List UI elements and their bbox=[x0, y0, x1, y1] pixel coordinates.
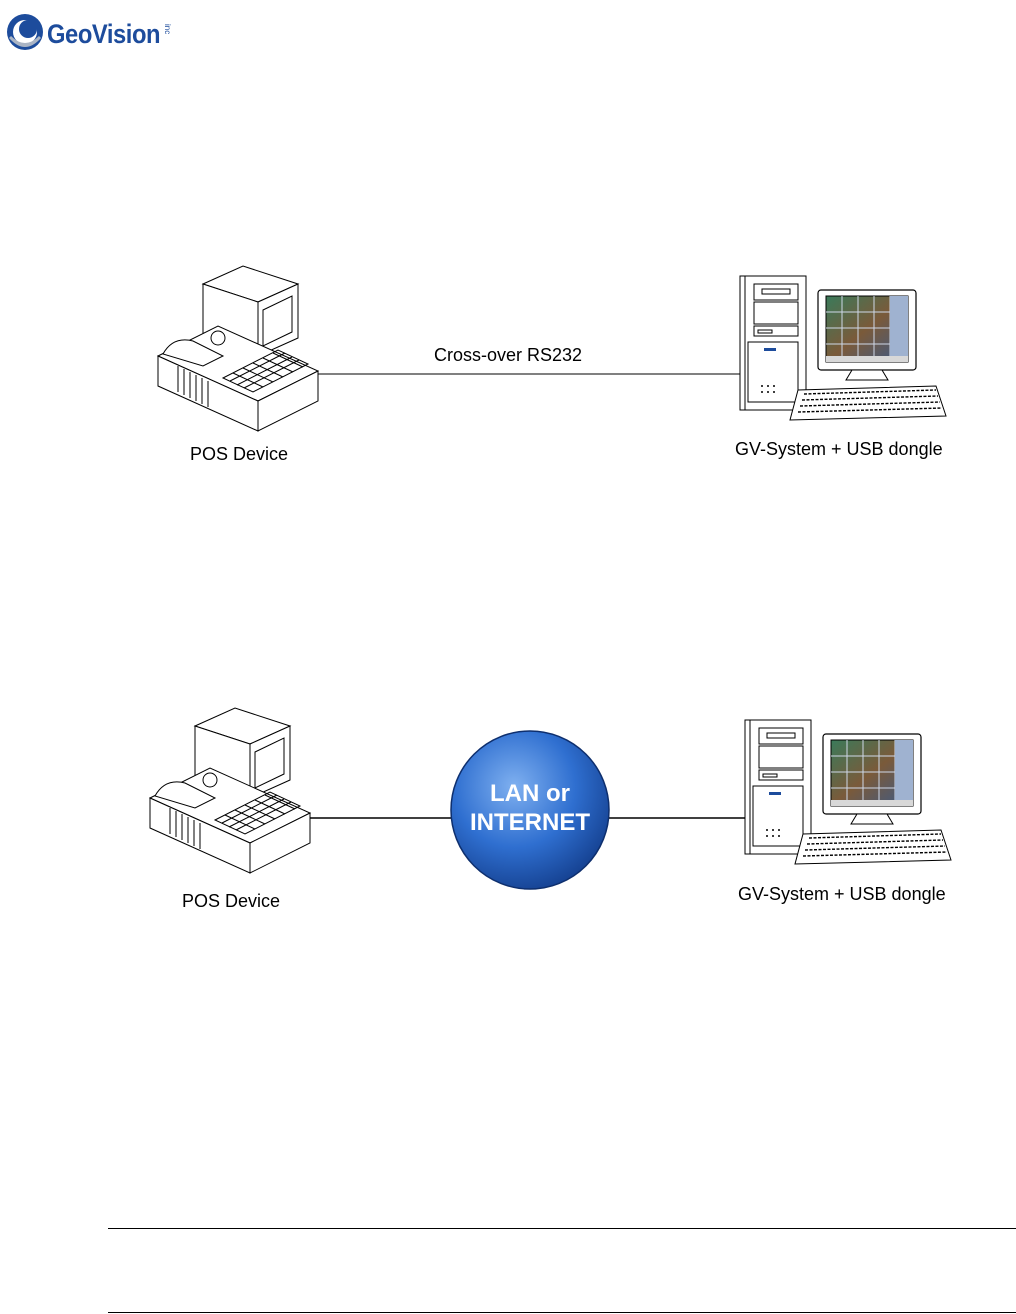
gv-system-label: GV-System + USB dongle bbox=[738, 884, 946, 904]
footer-rule-top bbox=[108, 1228, 1016, 1229]
pos-terminal-icon bbox=[149, 707, 311, 874]
pos-terminal-icon bbox=[157, 265, 319, 432]
network-cloud-icon bbox=[450, 730, 610, 890]
pos-device-label: POS Device bbox=[190, 444, 289, 464]
cloud-line-1: LAN or bbox=[490, 780, 570, 807]
network-diagram bbox=[149, 707, 952, 890]
network-cloud-label: LAN or INTERNET bbox=[450, 779, 610, 837]
gv-system-label: GV-System + USB dongle bbox=[735, 439, 943, 459]
footer-rule-bottom bbox=[108, 1312, 1016, 1313]
desktop-computer-icon bbox=[739, 275, 947, 421]
rs232-link-label: Cross-over RS232 bbox=[434, 345, 583, 365]
geovision-logo-icon bbox=[7, 14, 43, 50]
geovision-logo: GeoVision inc bbox=[6, 10, 186, 52]
cloud-line-2: INTERNET bbox=[470, 809, 590, 836]
pos-device-label: POS Device bbox=[182, 891, 281, 911]
logo-text: GeoVision bbox=[47, 19, 161, 49]
serial-diagram bbox=[157, 265, 947, 432]
desktop-computer-icon bbox=[744, 719, 952, 865]
